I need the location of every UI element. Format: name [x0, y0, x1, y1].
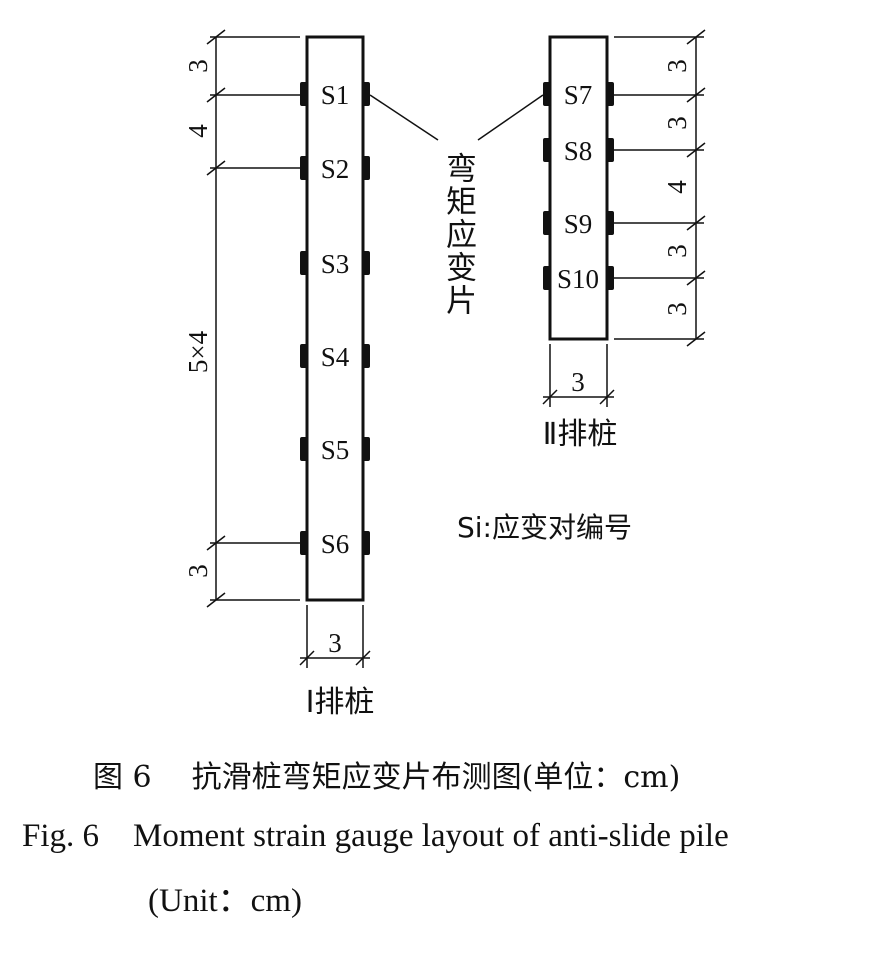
pile-1-dimension-labels: 3 4 5×4 3: [183, 59, 213, 578]
pile-1-width-label: 3: [328, 628, 342, 658]
pile-1-dimensions: [206, 29, 300, 608]
callout-leaders: [369, 94, 544, 141]
gauge-label-s7: S7: [564, 80, 593, 110]
pile-2-name: Ⅱ排桩: [543, 417, 618, 452]
pile-2-body: [548, 35, 609, 341]
dim-pile1-top: 3: [183, 59, 213, 73]
gauge-label-s4: S4: [321, 342, 350, 372]
caption-en-title-line1: Moment strain gauge layout of anti-slide…: [133, 818, 729, 854]
gauge-label-s2: S2: [321, 154, 350, 184]
pile-1-width-dimension: [299, 605, 371, 668]
dim-pile1-bottom: 3: [183, 564, 213, 578]
pile-2-dimension-labels: 3 3 4 3 3: [662, 59, 692, 316]
pile-1-gauge-tabs: [300, 82, 370, 555]
gauge-label-s8: S8: [564, 136, 593, 166]
dim-pile2-3: 4: [662, 180, 692, 194]
pile-2-gauge-tabs: [543, 82, 614, 290]
dim-pile2-1: 3: [662, 59, 692, 73]
dim-pile1-middle: 5×4: [183, 330, 213, 373]
caption-en-title-line2: (Unit：cm): [148, 883, 302, 919]
caption-en-label: Fig. 6: [22, 818, 100, 854]
legend-text: Si:应变对编号: [457, 511, 632, 544]
dim-pile2-2: 3: [662, 116, 692, 130]
gauge-label-s3: S3: [321, 249, 350, 279]
gauge-label-s1: S1: [321, 80, 350, 110]
caption-cn-label: 图 6: [93, 760, 152, 795]
caption-english-line1: Fig. 6 Moment strain gauge layout of anti…: [0, 818, 894, 855]
dim-pile2-4: 3: [662, 244, 692, 258]
caption-chinese: 图 6 抗滑桩弯矩应变片布测图(单位：cm): [0, 752, 894, 796]
pile-2-width-label: 3: [571, 367, 585, 397]
pile-2-dimensions: [614, 29, 706, 347]
gauge-label-s6: S6: [321, 529, 350, 559]
gauge-label-s5: S5: [321, 435, 350, 465]
dim-pile2-5: 3: [662, 302, 692, 316]
caption-english-line2: (Unit：cm): [0, 873, 894, 921]
caption-cn-title: 抗滑桩弯矩应变片布测图(单位：cm): [191, 760, 681, 795]
gauge-label-s10: S10: [557, 264, 599, 294]
pile-1-name: Ⅰ排桩: [306, 685, 375, 720]
pile-2-width-dimension: [542, 344, 615, 407]
callout-label: 弯矩应变片: [440, 152, 476, 317]
pile-1-body: [305, 35, 365, 602]
dim-pile1-s1-s2: 4: [183, 124, 213, 138]
gauge-label-s9: S9: [564, 209, 593, 239]
